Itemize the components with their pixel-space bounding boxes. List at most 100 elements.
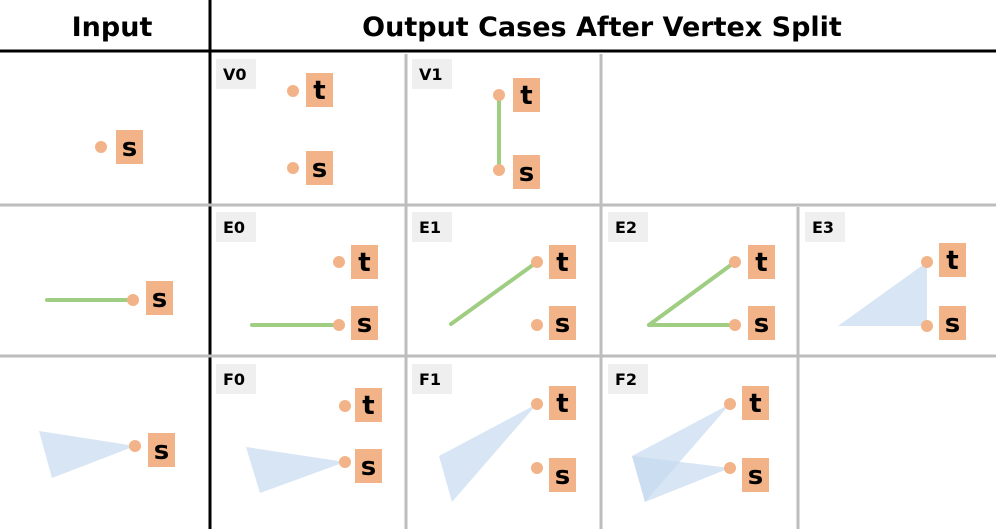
vertex-s-dot — [531, 462, 543, 474]
case-label-bg — [608, 212, 648, 242]
vertex-s-dot — [339, 456, 351, 468]
vertex-s-label-box — [513, 155, 540, 189]
vertex-t-dot — [339, 400, 351, 412]
case-label: F0 — [223, 370, 245, 389]
vertex-s-dot — [531, 319, 543, 331]
vertex-s-label-box — [549, 306, 576, 340]
case-e3: E3 t s — [805, 212, 966, 340]
edge — [449, 260, 539, 326]
case-v1: V1 t s — [412, 59, 540, 189]
vertex-t-dot — [729, 256, 741, 268]
vertex-t-label: t — [358, 248, 370, 278]
vertex-s-label: s — [361, 452, 376, 482]
vertex-s-label-box — [306, 151, 333, 185]
vertex-t-label: t — [556, 389, 568, 419]
vertex-s-dot — [287, 162, 299, 174]
face — [838, 262, 927, 326]
face — [439, 404, 537, 502]
vertex-s-dot — [493, 164, 505, 176]
vertex-s-label: s — [357, 309, 372, 339]
vertex-s-dot — [129, 440, 141, 452]
vertex-s-label-box — [116, 130, 143, 164]
vertex-s-label-box — [748, 306, 775, 340]
case-label: E2 — [615, 218, 637, 237]
case-e2: E2 t s — [608, 212, 775, 340]
vertex-t-dot — [531, 256, 543, 268]
case-e1: E1 t s — [412, 212, 576, 340]
case-label: E0 — [223, 218, 245, 237]
case-label: E3 — [812, 218, 834, 237]
vertex-s-label-box — [549, 458, 576, 492]
vertex-t-label: t — [520, 81, 532, 111]
case-label: F2 — [615, 370, 637, 389]
case-label: V0 — [223, 65, 247, 84]
vertex-s-dot — [95, 141, 107, 153]
vertex-t-dot — [724, 398, 736, 410]
case-label-bg — [216, 212, 256, 242]
vertex-s-label-box — [148, 433, 175, 467]
case-f2: F2 t s — [608, 364, 769, 502]
vertex-t-label-box — [306, 73, 333, 107]
vertex-t-dot — [921, 256, 933, 268]
vertex-t-label-box — [549, 386, 576, 420]
vertex-s-label: s — [555, 309, 570, 339]
vertex-s-label-box — [742, 458, 769, 492]
vertex-s-dot — [724, 462, 736, 474]
case-label-bg — [216, 59, 256, 89]
vertex-t-dot — [287, 85, 299, 97]
case-label-bg — [412, 59, 452, 89]
vertex-s-label: s — [945, 309, 960, 339]
vertex-s-label: s — [122, 133, 137, 163]
vertex-s-dot — [127, 294, 139, 306]
face — [39, 431, 135, 478]
vertex-s-label-box — [146, 281, 173, 315]
vertex-t-label-box — [939, 243, 966, 277]
vertex-t-label: t — [755, 248, 767, 278]
vertex-s-label-box — [939, 306, 966, 340]
edge-to-t — [647, 260, 737, 327]
input-edge-cell: s — [45, 281, 173, 315]
vertex-t-label: t — [946, 246, 958, 276]
case-f1: F1 t s — [412, 364, 576, 502]
vertex-t-dot — [531, 398, 543, 410]
case-label: F1 — [419, 370, 441, 389]
vertex-t-label-box — [549, 245, 576, 279]
vertex-s-label-box — [351, 306, 378, 340]
vertex-s-label-box — [355, 449, 382, 483]
case-f0: F0 t s — [216, 364, 382, 493]
face-to-s — [632, 456, 730, 502]
vertex-t-label-box — [748, 245, 775, 279]
input-header: Input — [72, 12, 153, 43]
case-label: V1 — [419, 65, 443, 84]
vertex-s-dot — [921, 320, 933, 332]
case-label: E1 — [419, 218, 441, 237]
case-e0: E0 t s — [216, 212, 378, 340]
vertex-t-label-box — [742, 386, 769, 420]
vertex-t-label-box — [513, 78, 540, 112]
vertex-s-label: s — [152, 284, 167, 314]
vertex-s-label: s — [748, 461, 763, 491]
vertex-t-label: t — [313, 76, 325, 106]
vertex-s-label: s — [519, 158, 534, 188]
input-face-cell: s — [39, 431, 175, 478]
vertex-s-dot — [729, 319, 741, 331]
case-v0: V0 t s — [216, 59, 333, 185]
output-header: Output Cases After Vertex Split — [362, 12, 842, 43]
vertex-t-label: t — [749, 389, 761, 419]
case-label-bg — [805, 212, 845, 242]
vertex-t-label: t — [362, 391, 374, 421]
vertex-s-label: s — [154, 436, 169, 466]
vertex-t-dot — [333, 256, 345, 268]
case-label-bg — [216, 364, 256, 394]
vertex-t-label: t — [556, 248, 568, 278]
vertex-t-label-box — [355, 388, 382, 422]
case-label-bg — [608, 364, 648, 394]
vertex-s-label: s — [555, 461, 570, 491]
vertex-s-dot — [333, 319, 345, 331]
input-vertex-cell: s — [95, 130, 143, 164]
vertex-t-label-box — [351, 245, 378, 279]
face — [246, 447, 345, 493]
case-label-bg — [412, 364, 452, 394]
